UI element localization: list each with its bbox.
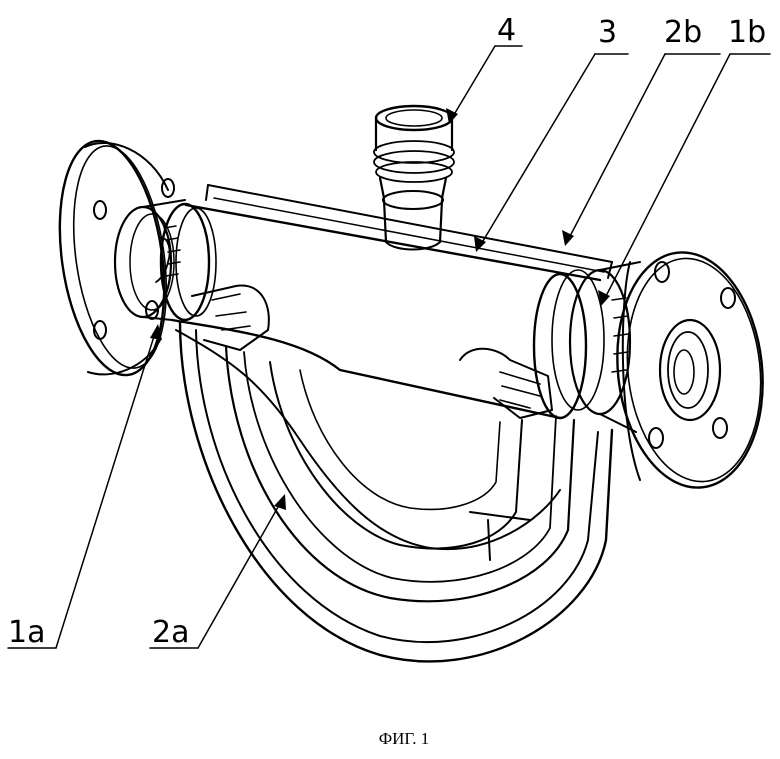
right-flange xyxy=(606,245,774,495)
label-1a: 1a xyxy=(8,615,45,650)
label-1b: 1b xyxy=(728,15,766,50)
arrowhead-2a xyxy=(274,494,286,510)
label-3: 3 xyxy=(598,15,617,50)
leader-lines xyxy=(8,46,770,648)
connector-port xyxy=(374,106,454,250)
label-2a: 2a xyxy=(152,615,189,650)
figure-caption: ФИГ. 1 xyxy=(379,729,430,748)
measuring-tubes xyxy=(176,322,612,661)
label-2b: 2b xyxy=(664,15,702,50)
tube-brackets xyxy=(192,286,552,560)
left-flange xyxy=(46,134,179,382)
label-4: 4 xyxy=(497,13,516,48)
